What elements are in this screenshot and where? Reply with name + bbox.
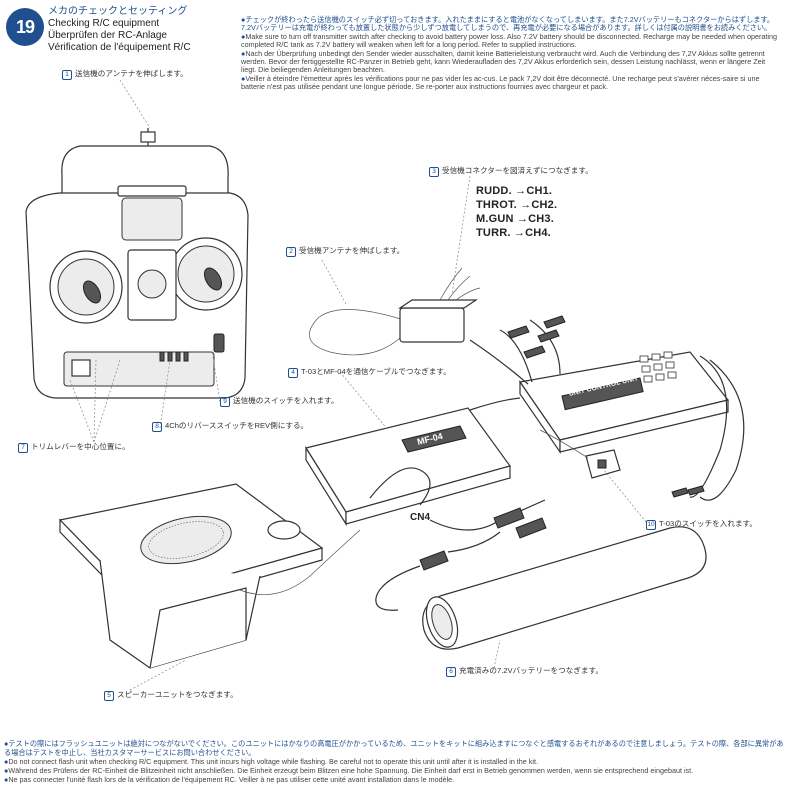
- mf04-unit-illustration: MF-04: [305, 397, 521, 527]
- channel-row: THROT. →CH2.: [476, 199, 558, 211]
- transmitter-illustration: [25, 128, 249, 399]
- intro-text: ●チェックが終わったら送信機のスイッチ必ず切っておきます。入れたままにすると電池…: [241, 15, 777, 92]
- cn4-label: CN4: [410, 512, 431, 523]
- channel-row: TURR. →CH4.: [476, 227, 551, 239]
- title-de: Überprüfen der RC-Anlage: [48, 30, 167, 41]
- footer-notes: ●テストの際にはフラッシュユニットは絶対につながないでください。このユニットには…: [4, 739, 784, 784]
- title-fr: Vérification de l'équipement R/C: [48, 42, 191, 53]
- note-jp: テストの際にはフラッシュユニットは絶対につながないでください。このユニットにはか…: [4, 739, 784, 757]
- intro-jp: チェックが終わったら送信機のスイッチ必ず切っておきます。入れたままにすると電池が…: [241, 15, 775, 33]
- intro-fr: Veiller à éteindre l'émetteur après les …: [241, 73, 760, 92]
- note-en: Do not connect flash unit when checking …: [8, 757, 538, 766]
- channel-assignment: RUDD. →CH1. THROT. →CH2. M.GUN →CH3. TUR…: [476, 184, 557, 240]
- section-titles: メカのチェックとセッティング Checking R/C equipment Üb…: [48, 6, 191, 54]
- intro-en: Make sure to turn off transmitter switch…: [241, 31, 777, 50]
- control-unit-illustration: [469, 315, 745, 501]
- channel-row: RUDD. →CH1.: [476, 185, 553, 197]
- receiver-illustration: [309, 267, 481, 356]
- battery-illustration: [375, 499, 707, 650]
- note-fr: Ne pas connecter l'unité flash lors de l…: [8, 775, 455, 784]
- intro-de: Nach der Überprüfung unbedingt den Sende…: [241, 48, 766, 75]
- title-jp: メカのチェックとセッティング: [48, 6, 188, 17]
- title-en: Checking R/C equipment: [48, 18, 160, 29]
- step-number-badge: 19: [6, 8, 44, 46]
- speaker-illustration: [58, 483, 361, 669]
- channel-row: M.GUN →CH3.: [476, 213, 555, 225]
- note-de: Während des Prüfens der RC-Einheit die B…: [8, 766, 694, 775]
- switch-illustration: [539, 429, 621, 479]
